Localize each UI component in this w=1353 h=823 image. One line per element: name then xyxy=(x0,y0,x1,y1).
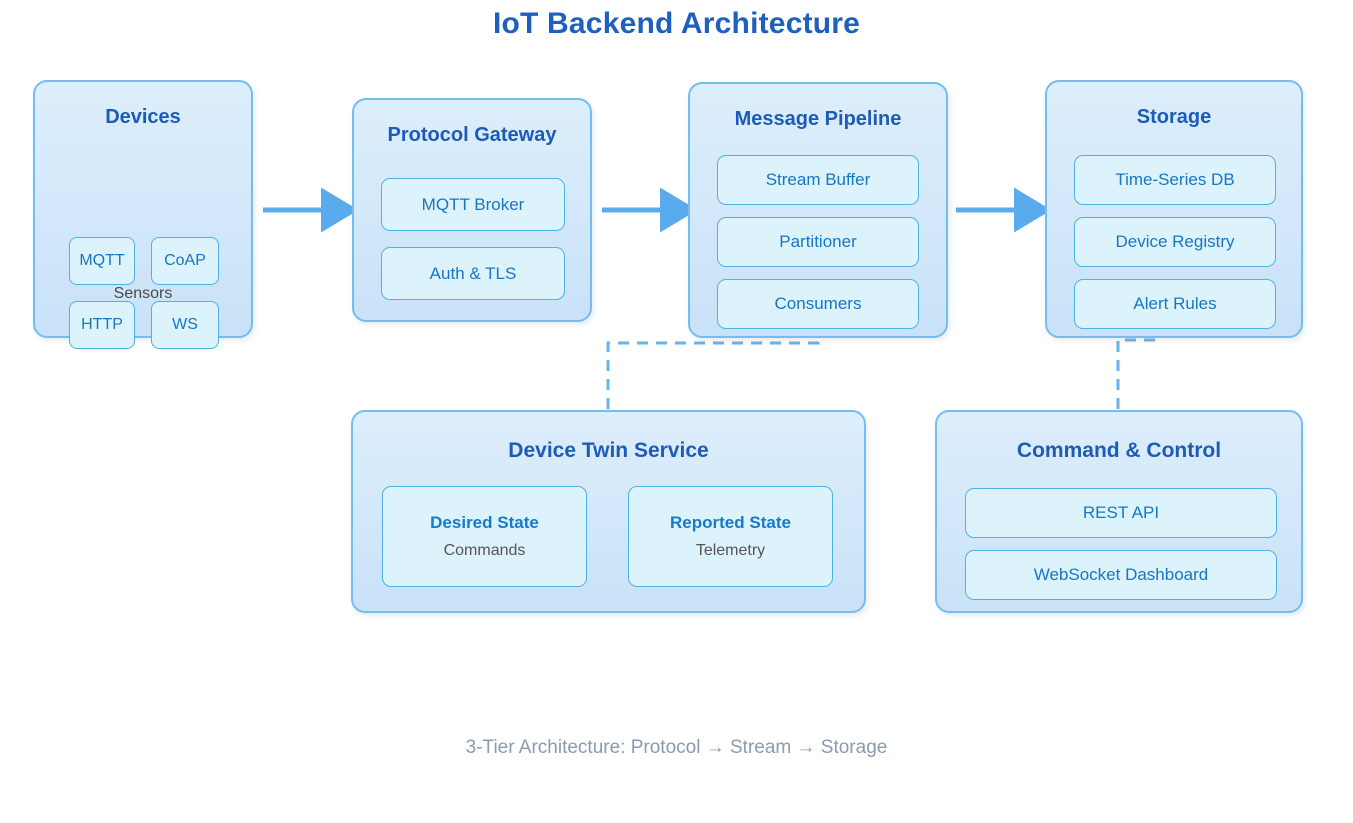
panel-desired-state-subtitle: Commands xyxy=(443,542,526,559)
chip-mqtt-broker-label: MQTT Broker xyxy=(421,194,525,214)
chip-websocket-dashboard[interactable]: WebSocket Dashboard xyxy=(965,550,1277,600)
panel-reported-state[interactable]: Reported State Telemetry xyxy=(628,486,833,587)
chip-device-registry-label: Device Registry xyxy=(1115,232,1235,251)
panel-desired-state-title: Desired State xyxy=(430,513,539,532)
group-message-pipeline-title: Message Pipeline xyxy=(734,108,902,130)
chip-ws-label: WS xyxy=(172,316,198,333)
chip-device-registry[interactable]: Device Registry xyxy=(1074,217,1276,267)
chip-stream-buffer-label: Stream Buffer xyxy=(765,170,871,189)
chip-mqtt-label: MQTT xyxy=(79,252,125,269)
devices-sensors-label: Sensors xyxy=(113,285,173,302)
group-device-twin-service[interactable]: Device Twin Service Desired State Comman… xyxy=(351,410,866,613)
group-storage[interactable]: Storage Time-Series DB Device Registry A… xyxy=(1045,80,1303,338)
group-devices-title: Devices xyxy=(105,106,181,128)
chip-coap[interactable]: CoAP xyxy=(151,237,219,285)
panel-reported-state-subtitle: Telemetry xyxy=(695,542,766,559)
panel-reported-state-title: Reported State xyxy=(670,513,791,532)
group-protocol-gateway[interactable]: Protocol Gateway MQTT Broker Auth & TLS xyxy=(352,98,592,322)
chip-stream-buffer[interactable]: Stream Buffer xyxy=(717,155,919,205)
chip-http-label: HTTP xyxy=(81,316,123,333)
chip-coap-label: CoAP xyxy=(164,252,206,269)
chip-http[interactable]: HTTP xyxy=(69,301,135,349)
chip-auth-tls-label: Auth & TLS xyxy=(429,263,517,283)
chip-alert-rules-label: Alert Rules xyxy=(1133,294,1217,313)
panel-desired-state[interactable]: Desired State Commands xyxy=(382,486,587,587)
chip-time-series-db-label: Time-Series DB xyxy=(1115,170,1235,189)
chip-consumers[interactable]: Consumers xyxy=(717,279,919,329)
chip-partitioner[interactable]: Partitioner xyxy=(717,217,919,267)
chip-mqtt-broker[interactable]: MQTT Broker xyxy=(381,178,565,231)
group-message-pipeline[interactable]: Message Pipeline Stream Buffer Partition… xyxy=(688,82,948,338)
footer-caption: 3-Tier Architecture: Protocol → Stream →… xyxy=(465,737,888,758)
group-devices[interactable]: Devices MQTT CoAP HTTP WS Sensors xyxy=(33,80,253,349)
chip-partitioner-label: Partitioner xyxy=(779,232,857,251)
chip-time-series-db[interactable]: Time-Series DB xyxy=(1074,155,1276,205)
chip-mqtt[interactable]: MQTT xyxy=(69,237,135,285)
chip-rest-api[interactable]: REST API xyxy=(965,488,1277,538)
group-command-control[interactable]: Command & Control REST API WebSocket Das… xyxy=(935,410,1303,613)
group-protocol-gateway-title: Protocol Gateway xyxy=(387,124,557,146)
chip-consumers-label: Consumers xyxy=(774,294,862,313)
group-command-control-title: Command & Control xyxy=(1016,439,1222,462)
chip-auth-tls[interactable]: Auth & TLS xyxy=(381,247,565,300)
group-storage-title: Storage xyxy=(1136,106,1212,128)
chip-rest-api-label: REST API xyxy=(1082,503,1160,522)
chip-alert-rules[interactable]: Alert Rules xyxy=(1074,279,1276,329)
chip-ws[interactable]: WS xyxy=(151,301,219,349)
group-device-twin-service-title: Device Twin Service xyxy=(508,439,709,462)
chip-websocket-dashboard-label: WebSocket Dashboard xyxy=(1033,565,1209,584)
page-title: IoT Backend Architecture xyxy=(492,7,861,40)
dashed-link-storage-to-command-control xyxy=(1116,338,1155,412)
